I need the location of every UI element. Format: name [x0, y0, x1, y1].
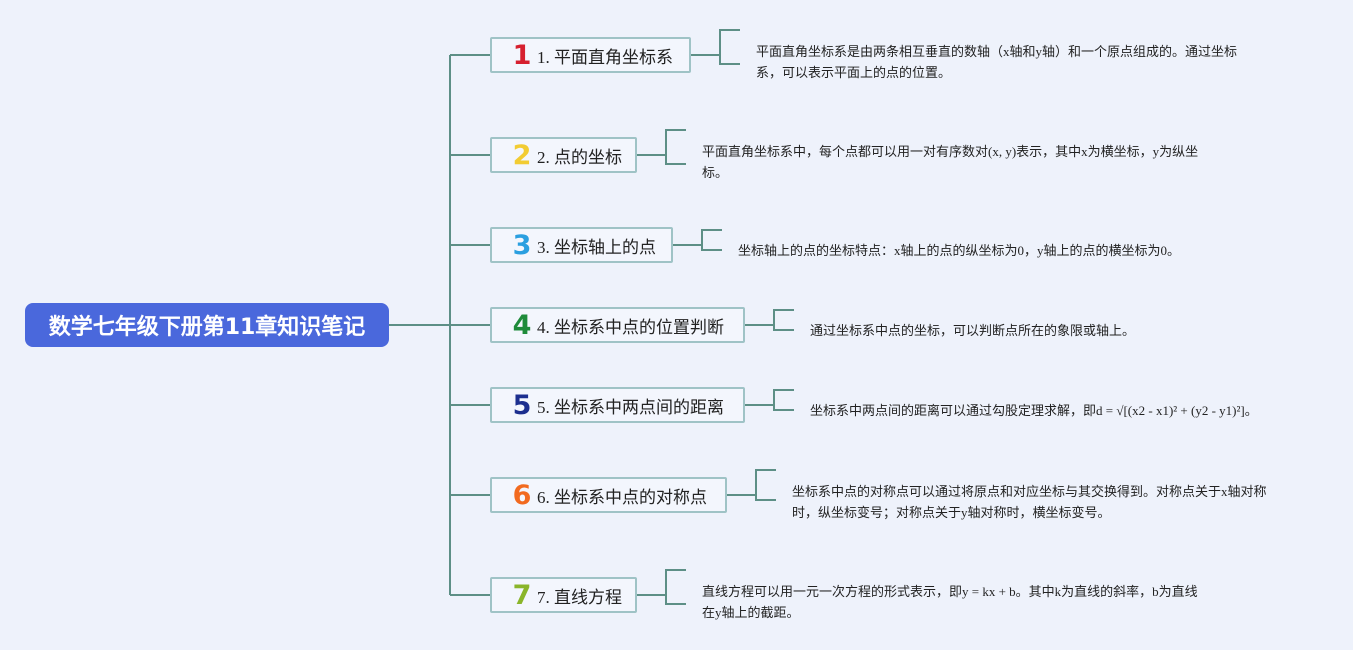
topic-label: 5. 坐标系中两点间的距离 [537, 397, 724, 417]
topic-node-1[interactable]: 1 1. 平面直角坐标系 [490, 37, 691, 73]
note-bracket-7 [637, 569, 686, 605]
topic-note-1: 平面直角坐标系是由两条相互垂直的数轴（x轴和y轴）和一个原点组成的。通过坐标系，… [756, 44, 1238, 80]
note-bracket-4 [745, 309, 794, 331]
topic-note-6: 坐标系中点的对称点可以通过将原点和对应坐标与其交换得到。对称点关于x轴对称时，纵… [792, 484, 1267, 520]
topic-node-6[interactable]: 6 6. 坐标系中点的对称点 [490, 477, 727, 513]
topic-label: 6. 坐标系中点的对称点 [537, 487, 707, 507]
number-seven-icon: 7 [512, 579, 532, 611]
topic-label: 7. 直线方程 [537, 587, 622, 607]
note-bracket-3 [673, 229, 722, 251]
topic-node-5[interactable]: 5 5. 坐标系中两点间的距离 [490, 387, 745, 423]
number-two-icon: 2 [512, 139, 532, 171]
note-bracket-6 [727, 469, 776, 501]
number-one-icon: 1 [512, 39, 532, 71]
topic-note-7: 直线方程可以用一元一次方程的形式表示，即y = kx + b。其中k为直线的斜率… [702, 584, 1198, 620]
number-six-icon: 6 [512, 479, 532, 511]
topic-label: 1. 平面直角坐标系 [537, 47, 673, 67]
number-four-icon: 4 [512, 309, 532, 341]
topic-label: 2. 点的坐标 [537, 147, 622, 167]
central-topic[interactable]: 数学七年级下册第11章知识笔记 [25, 303, 389, 347]
topic-node-7[interactable]: 7 7. 直线方程 [490, 577, 637, 613]
topic-label: 3. 坐标轴上的点 [537, 237, 656, 257]
number-five-icon: 5 [512, 389, 532, 421]
note-bracket-1 [691, 29, 740, 65]
topic-node-3[interactable]: 3 3. 坐标轴上的点 [490, 227, 673, 263]
number-three-icon: 3 [512, 229, 532, 261]
note-bracket-5 [745, 389, 794, 411]
topic-note-4: 通过坐标系中点的坐标，可以判断点所在的象限或轴上。 [810, 323, 1136, 338]
topic-label: 4. 坐标系中点的位置判断 [537, 317, 724, 337]
topic-note-5: 坐标系中两点间的距离可以通过勾股定理求解，即d = √[(x2 - x1)² +… [810, 403, 1258, 418]
topic-node-4[interactable]: 4 4. 坐标系中点的位置判断 [490, 307, 745, 343]
note-bracket-2 [637, 129, 686, 165]
topic-note-2: 平面直角坐标系中，每个点都可以用一对有序数对(x, y)表示，其中x为横坐标，y… [702, 144, 1199, 180]
topic-note-3: 坐标轴上的点的坐标特点：x轴上的点的纵坐标为0，y轴上的点的横坐标为0。 [738, 243, 1181, 258]
topic-node-2[interactable]: 2 2. 点的坐标 [490, 137, 637, 173]
